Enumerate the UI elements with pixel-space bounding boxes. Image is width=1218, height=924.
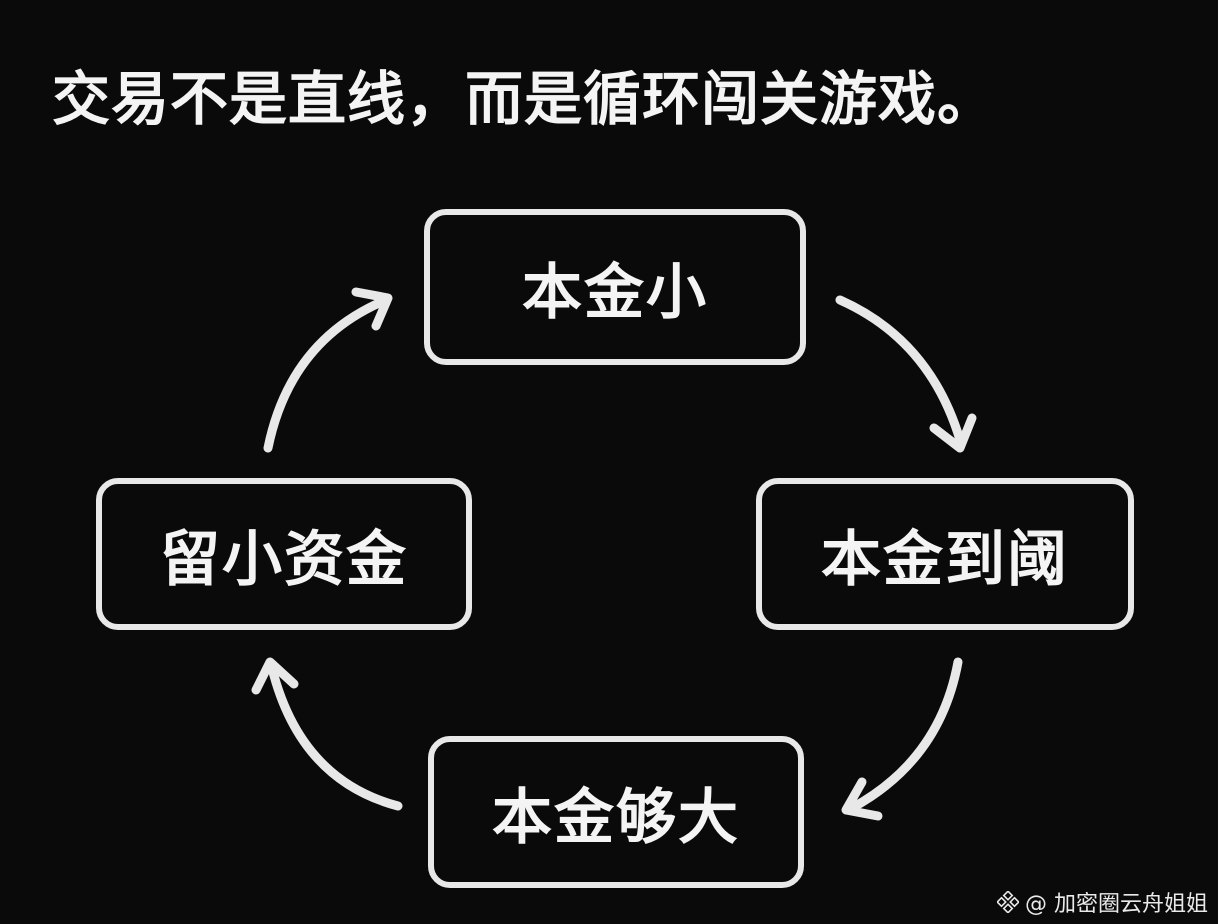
node-label: 本金小 bbox=[522, 257, 708, 328]
node-label: 本金到阈 bbox=[821, 524, 1069, 595]
arrow-top-to-right-icon bbox=[835, 295, 977, 453]
watermark: @ 加密圈云舟姐姐 bbox=[997, 886, 1208, 918]
arrow-right-to-bottom-icon bbox=[841, 657, 963, 821]
binance-square-icon bbox=[997, 891, 1019, 913]
cycle-node-capital-threshold: 本金到阈 bbox=[756, 478, 1134, 630]
cycle-node-small-capital: 本金小 bbox=[424, 209, 806, 365]
cycle-node-capital-large: 本金够大 bbox=[428, 736, 804, 888]
node-label: 留小资金 bbox=[160, 524, 408, 595]
cycle-node-keep-small-funds: 留小资金 bbox=[96, 478, 472, 630]
headline: 交易不是直线，而是循环闯关游戏。 bbox=[52, 65, 997, 133]
arrow-bottom-to-left-icon bbox=[251, 657, 403, 811]
arrow-left-to-top-icon bbox=[263, 287, 393, 453]
node-label: 本金够大 bbox=[492, 782, 740, 853]
watermark-text: @ 加密圈云舟姐姐 bbox=[1025, 892, 1208, 917]
